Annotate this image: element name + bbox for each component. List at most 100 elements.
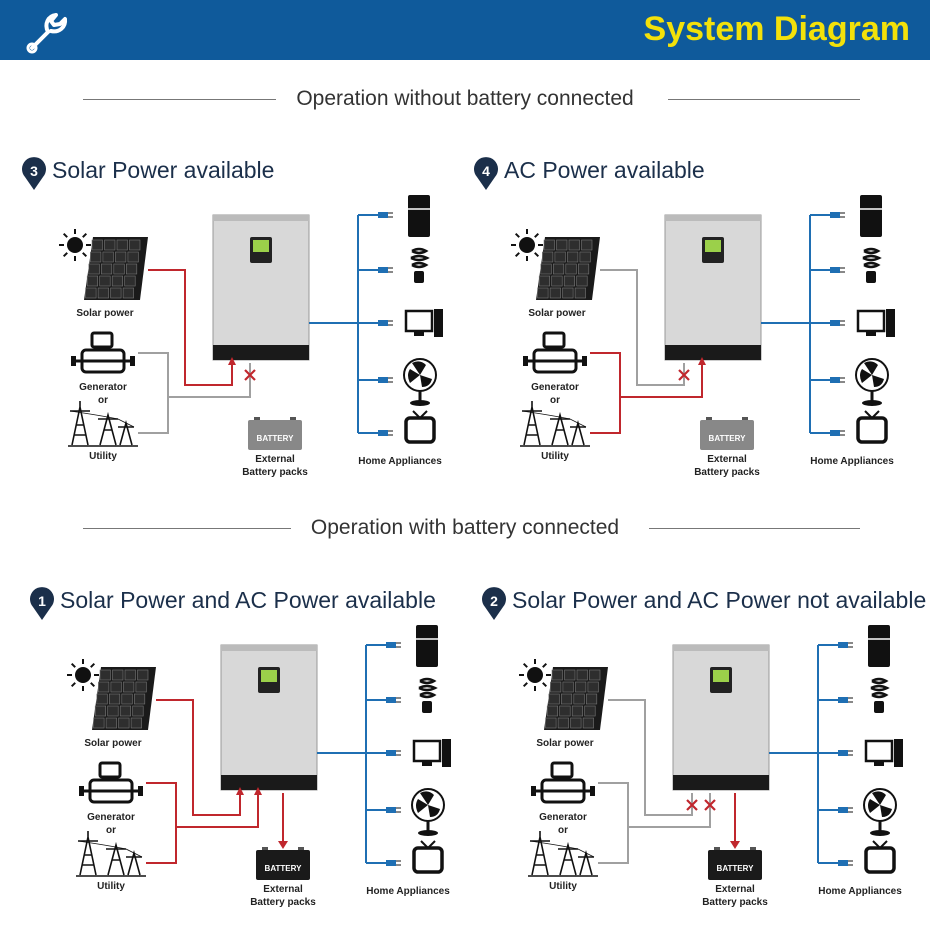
generator-icon <box>531 761 595 804</box>
fan-icon <box>403 358 437 406</box>
computer-icon <box>856 309 895 337</box>
battery-icon: BATTERY <box>708 847 762 880</box>
flow-diagram: BATTERY <box>67 625 451 880</box>
inverter-icon <box>664 214 762 361</box>
battery-label: BATTERY <box>257 434 295 443</box>
solar-power-label: Solar power <box>76 308 134 319</box>
section-title-without: Operation without battery connected <box>296 87 634 110</box>
utility-label: Utility <box>541 451 569 462</box>
light-bulb-icon <box>870 677 890 713</box>
utility-tower-icon <box>520 401 590 447</box>
external-label: External <box>255 454 295 465</box>
or-label: or <box>98 395 108 406</box>
generator-label: Generator <box>539 812 587 823</box>
computer-icon <box>404 309 443 337</box>
computer-icon <box>864 739 903 767</box>
utility-tower-icon <box>68 401 138 447</box>
home-appliances-label: Home Appliances <box>358 456 442 467</box>
generator-label: Generator <box>87 812 135 823</box>
or-label: or <box>550 395 560 406</box>
flow-diagram: BATTERY <box>59 195 443 450</box>
flow-diagram: BATTERY <box>511 195 895 450</box>
ac-line <box>598 782 629 864</box>
tv-icon <box>864 840 896 874</box>
sun-icon <box>59 229 91 261</box>
battery-packs-label: Battery packs <box>250 897 316 908</box>
panel-number: 3 <box>30 163 38 179</box>
generator-label: Generator <box>531 382 579 393</box>
inverter-icon <box>220 644 318 791</box>
battery-label: BATTERY <box>709 434 747 443</box>
battery-label: BATTERY <box>265 864 303 873</box>
battery-icon: BATTERY <box>256 847 310 880</box>
utility-tower-icon <box>76 831 146 877</box>
battery-icon: BATTERY <box>700 417 754 450</box>
panel-number: 1 <box>38 593 46 609</box>
solar-panel-icon <box>92 667 156 730</box>
light-bulb-icon <box>862 247 882 283</box>
fridge-icon <box>416 625 438 667</box>
fan-icon <box>855 358 889 406</box>
page-title: System Diagram <box>643 10 910 48</box>
panel-number: 4 <box>482 163 490 179</box>
header-bar: System Diagram <box>0 0 930 60</box>
panel-number: 2 <box>490 593 498 609</box>
battery-packs-label: Battery packs <box>242 467 308 478</box>
sun-icon <box>519 659 551 691</box>
number-badge-icon: 2 <box>482 587 506 620</box>
tv-icon <box>856 410 888 444</box>
utility-tower-icon <box>528 831 598 877</box>
number-badge-icon: 1 <box>30 587 54 620</box>
section-with-battery: Operation with battery connected <box>0 516 930 540</box>
utility-label: Utility <box>97 881 125 892</box>
generator-label: Generator <box>79 382 127 393</box>
generator-icon <box>71 331 135 374</box>
number-badge-icon: 4 <box>474 157 498 190</box>
external-label: External <box>715 884 755 895</box>
solar-power-label: Solar power <box>528 308 586 319</box>
sun-icon <box>511 229 543 261</box>
flow-diagram: BATTERY <box>519 625 903 880</box>
panel-title-text: Solar Power and AC Power not available <box>512 587 927 613</box>
fridge-icon <box>868 625 890 667</box>
battery-packs-label: Battery packs <box>702 897 768 908</box>
utility-label: Utility <box>549 881 577 892</box>
pv-line <box>156 699 241 816</box>
blocked-x-icon <box>244 369 256 381</box>
or-label: or <box>558 825 568 836</box>
panel-title-text: Solar Power available <box>52 157 275 183</box>
panel-title-text: Solar Power and AC Power available <box>60 587 436 613</box>
pv-line <box>148 269 233 386</box>
ac-line <box>146 782 177 864</box>
generator-icon <box>523 331 587 374</box>
light-bulb-icon <box>410 247 430 283</box>
ac-line <box>590 352 621 434</box>
blocked-x-icon <box>678 369 690 381</box>
generator-icon <box>79 761 143 804</box>
inverter-icon <box>672 644 770 791</box>
pv-line <box>600 269 685 386</box>
fridge-icon <box>860 195 882 237</box>
ac-line <box>138 352 169 434</box>
utility-label: Utility <box>89 451 117 462</box>
sun-icon <box>67 659 99 691</box>
battery-icon: BATTERY <box>248 417 302 450</box>
blocked-x-icon <box>704 799 716 811</box>
battery-label: BATTERY <box>717 864 755 873</box>
solar-panel-icon <box>84 237 148 300</box>
number-badge-icon: 3 <box>22 157 46 190</box>
home-appliances-label: Home Appliances <box>366 886 450 897</box>
tv-icon <box>404 410 436 444</box>
fan-icon <box>863 788 897 836</box>
panel-title-text: AC Power available <box>504 157 705 183</box>
solar-power-label: Solar power <box>84 738 142 749</box>
battery-packs-label: Battery packs <box>694 467 760 478</box>
pv-line <box>608 699 693 816</box>
blocked-x-icon <box>686 799 698 811</box>
wrench-icon <box>26 13 68 54</box>
inverter-icon <box>212 214 310 361</box>
